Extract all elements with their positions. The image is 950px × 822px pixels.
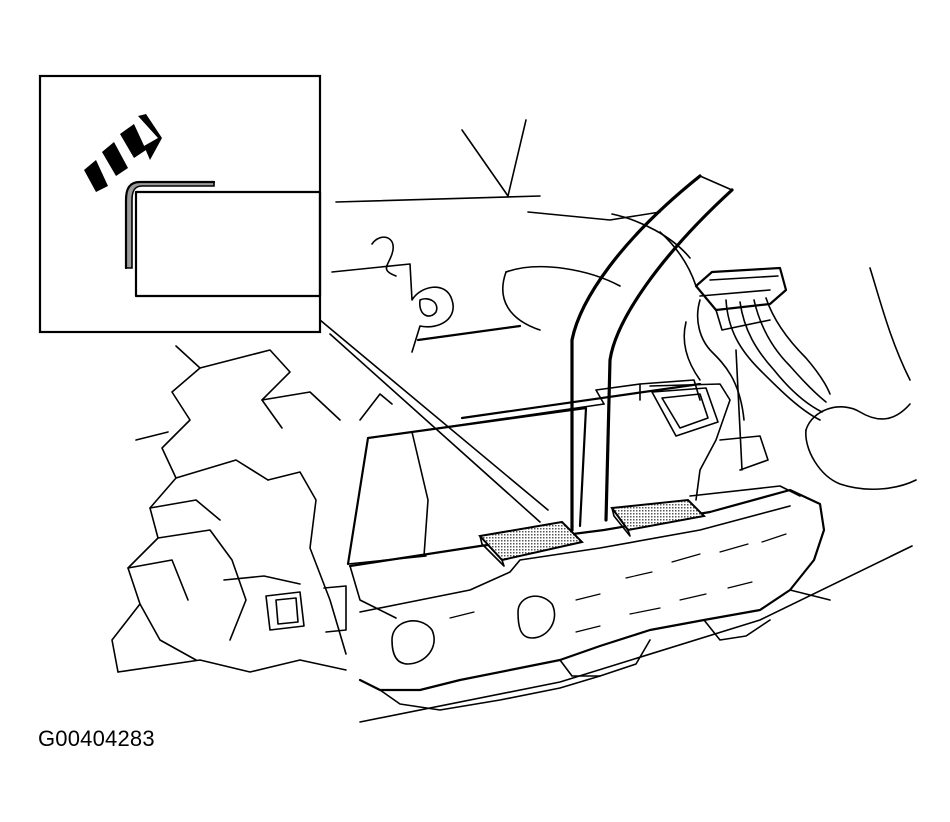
upper-dash-structure xyxy=(331,119,691,353)
magnified-detail-inset xyxy=(38,74,322,334)
tray-base xyxy=(348,485,913,723)
dashed-curved-arrow-icon xyxy=(84,114,162,192)
inset-callout-line xyxy=(319,319,549,523)
adhesive-pad-icon xyxy=(478,498,707,567)
hold-down-clamp xyxy=(570,174,734,532)
wiring-connector xyxy=(659,231,917,490)
figure-code: G00404283 xyxy=(38,726,155,751)
left-bracket-structure xyxy=(111,345,393,673)
